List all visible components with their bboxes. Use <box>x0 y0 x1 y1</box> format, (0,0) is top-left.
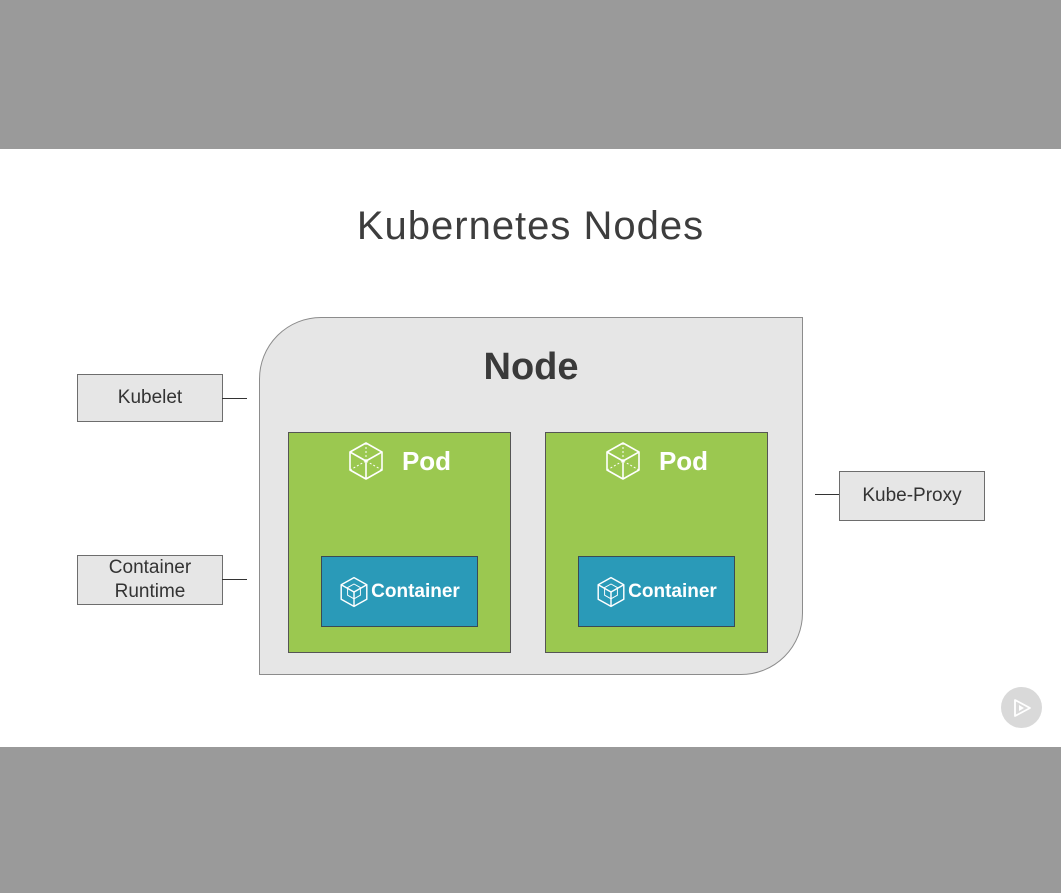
container-label: Container <box>628 580 717 602</box>
container-runtime-line1: Container <box>108 557 192 578</box>
kube-proxy-connector <box>815 494 839 495</box>
slide-title: Kubernetes Nodes <box>356 204 705 248</box>
play-button[interactable] <box>1001 687 1042 728</box>
container-runtime-line2: Runtime <box>114 581 186 602</box>
cube-icon <box>605 441 641 481</box>
kube-proxy-label: Kube-Proxy <box>862 485 962 506</box>
kube-proxy-box: Kube-Proxy <box>839 471 985 521</box>
pod-box: Pod Container <box>545 432 768 653</box>
container-runtime-box: Container Runtime <box>77 555 223 605</box>
pluralsight-play-icon <box>1011 697 1033 719</box>
slide: Kubernetes Nodes Kubelet Container Runti… <box>0 149 1061 747</box>
container-runtime-label: Container Runtime <box>109 556 191 604</box>
container-label: Container <box>371 580 460 602</box>
container-box: Container <box>321 556 478 627</box>
pod-header: Pod <box>289 441 510 481</box>
kubelet-box: Kubelet <box>77 374 223 422</box>
pod-label: Pod <box>658 445 709 476</box>
container-box: Container <box>578 556 735 627</box>
cube-icon <box>339 576 369 608</box>
cube-icon <box>596 576 626 608</box>
cube-icon <box>348 441 384 481</box>
pod-label: Pod <box>401 445 452 476</box>
container-runtime-connector <box>222 579 247 580</box>
kubelet-connector <box>222 398 247 399</box>
kubelet-label: Kubelet <box>117 387 183 408</box>
pod-box: Pod Container <box>288 432 511 653</box>
node-box: Node Pod <box>259 317 803 675</box>
node-label: Node <box>483 346 579 388</box>
pod-header: Pod <box>546 441 767 481</box>
